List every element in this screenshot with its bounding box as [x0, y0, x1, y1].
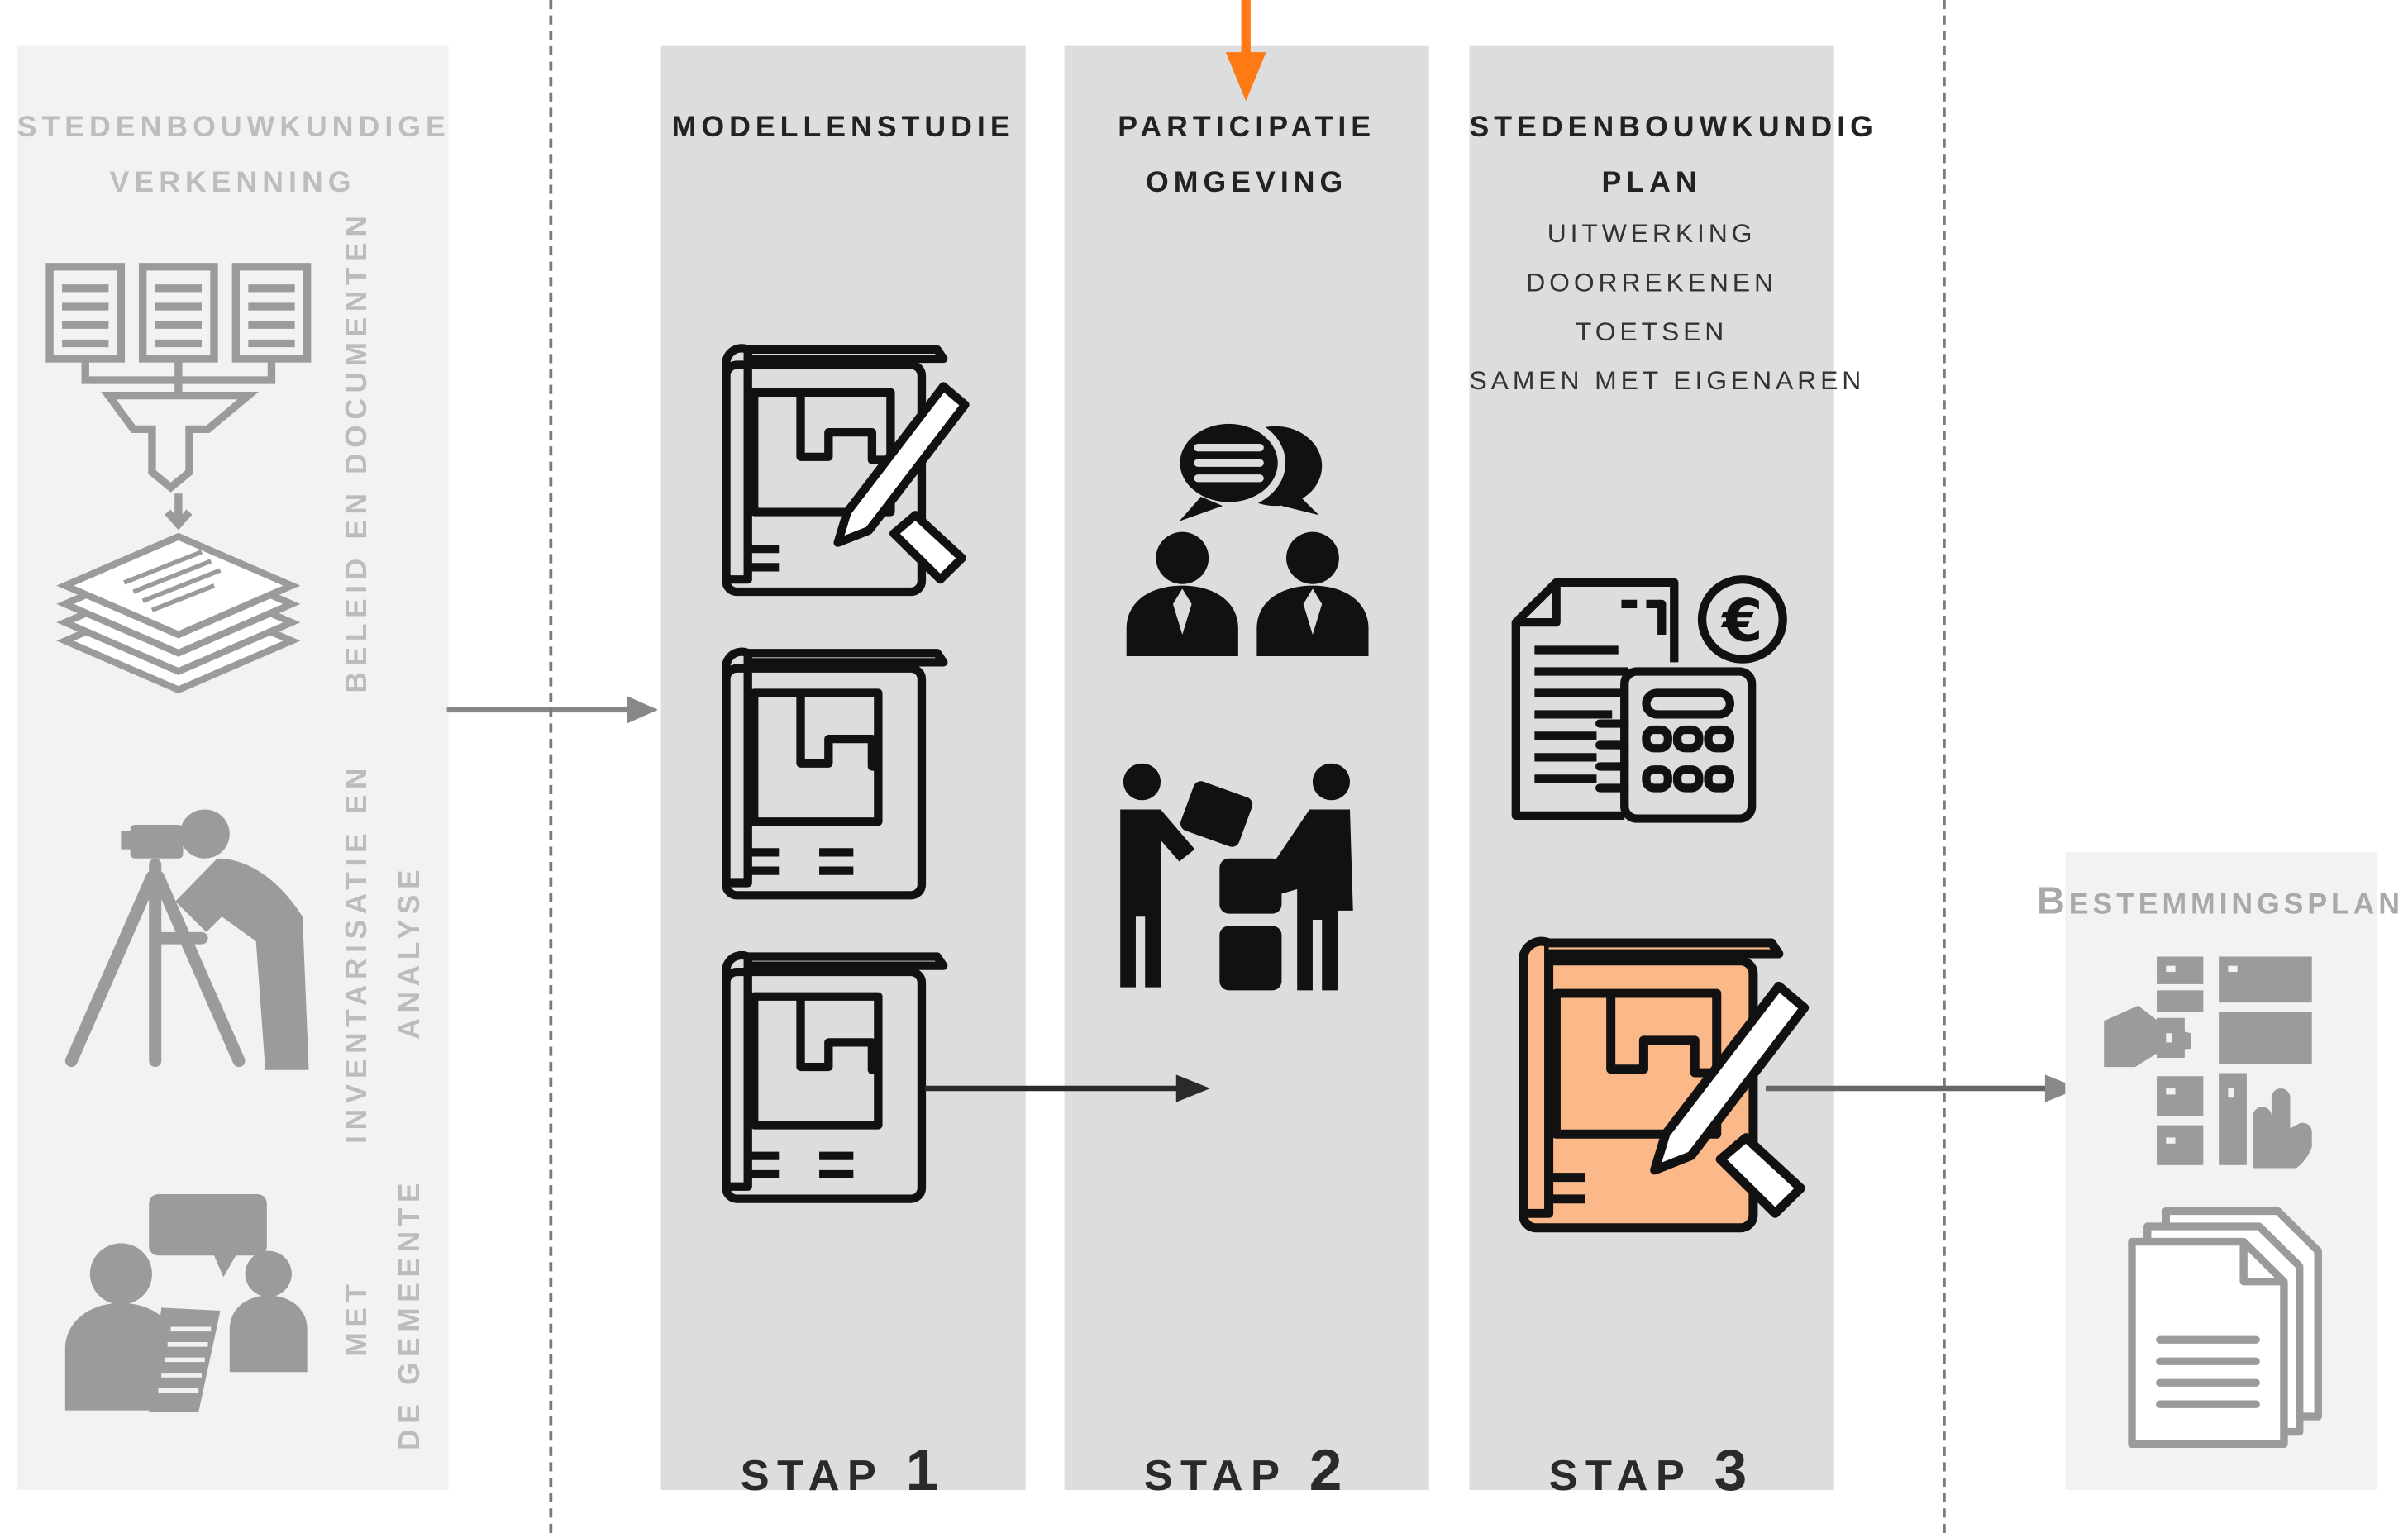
bestemmingsplan-rest: ESTEMMINGSPLAN [2068, 888, 2404, 921]
stap2-title-line2: OMGEVING [1146, 167, 1348, 200]
teamwork-icon [1120, 763, 1353, 991]
blueprint-icon [722, 647, 948, 900]
documents-stack-icon [2128, 1207, 2322, 1449]
label-inventarisatie-line1: INVENTARISATIE EN [341, 763, 374, 1144]
verkenning-title-line2: VERKENNING [109, 167, 356, 200]
stap3-label: STAP 3 [1470, 1440, 1834, 1506]
stap2-number: 2 [1309, 1439, 1350, 1504]
stap2-word: STAP [1143, 1451, 1288, 1500]
meeting-icon [64, 1194, 308, 1412]
stap3-sub-doorrekenen: DOORREKENEN [1526, 268, 1777, 298]
stap2-title-line1: PARTICIPATIE [1118, 112, 1376, 145]
map-touch-icon [2104, 956, 2312, 1169]
divider-left [549, 0, 553, 1533]
divider-right [1943, 0, 1946, 1533]
stap3-title-line1: STEDENBOUWKUNDIG [1469, 112, 1878, 145]
stap3-title-line2: PLAN [1601, 167, 1702, 200]
label-inventarisatie-line2: ANALYSE [393, 864, 427, 1040]
svg-text:€: € [1720, 587, 1763, 655]
stap3-sub-toetsen: TOETSEN [1575, 317, 1729, 347]
stap3-sub-uitwerking: UITWERKING [1547, 219, 1757, 249]
documents-funnel-icon [45, 263, 312, 694]
stap3-sub-eigenaren: SAMEN MET EIGENAREN [1469, 366, 1866, 396]
verkenning-title-line1: STEDENBOUWKUNDIGE [17, 112, 451, 145]
surveyor-icon [64, 809, 309, 1070]
panel-stap2 [1064, 45, 1429, 1491]
input-arrow-orange [1225, 0, 1266, 102]
stap1-label: STAP 1 [661, 1440, 1026, 1506]
stap2-label: STAP 2 [1065, 1440, 1429, 1506]
stap1-title: MODELLENSTUDIE [671, 112, 1015, 145]
bestemmingsplan-title: BESTEMMINGSPLAN [2017, 880, 2408, 925]
stap1-word: STAP [740, 1451, 885, 1500]
label-beleid-documenten: BELEID EN DOCUMENTEN [341, 210, 374, 693]
panel-stap1 [660, 45, 1026, 1491]
bestemmingsplan-cap: B [2037, 879, 2069, 923]
label-met-line2: DE GEMEENTE [393, 1177, 427, 1450]
label-met-line1: MET [341, 1278, 374, 1357]
arrow-stap1-to-stap2 [924, 1074, 1211, 1102]
stap3-number: 3 [1714, 1439, 1755, 1504]
blueprint-edit-icon [722, 344, 970, 597]
arrow-stap3-to-bestemmingsplan [1766, 1074, 2080, 1102]
stap3-word: STAP [1548, 1451, 1693, 1500]
blueprint-icon [722, 950, 948, 1203]
chat-people-icon [1126, 416, 1369, 656]
blueprint-edit-icon-highlighted [1519, 936, 1810, 1233]
stap1-number: 1 [905, 1439, 947, 1504]
arrow-to-stap1 [446, 696, 658, 724]
budget-calculator-icon: € [1511, 575, 1787, 823]
